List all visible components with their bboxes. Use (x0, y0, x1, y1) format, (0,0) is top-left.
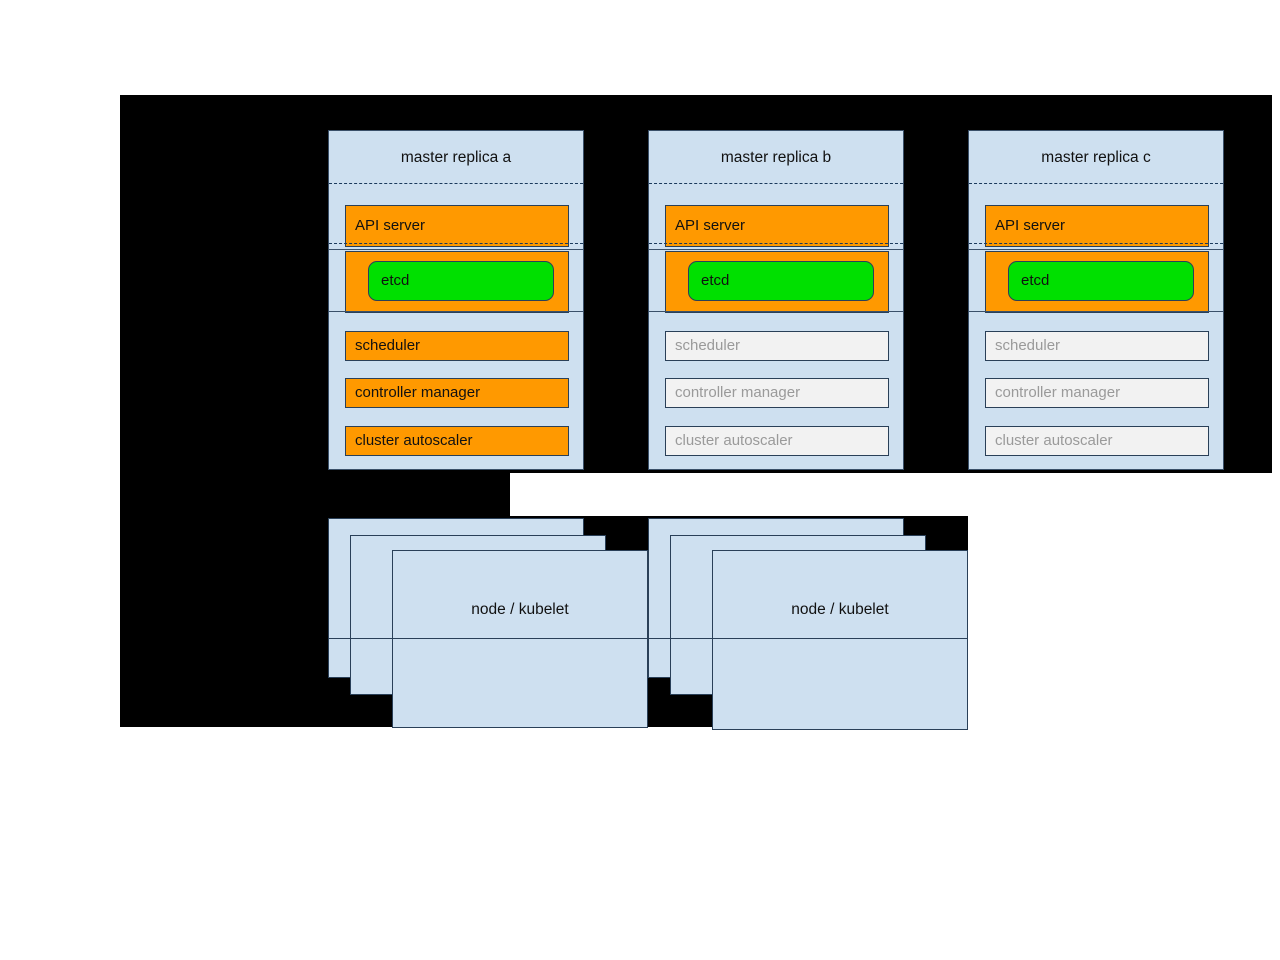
api-server-box-b[interactable]: API server (665, 205, 889, 247)
etcd-label-b: etcd (701, 271, 730, 289)
controller-manager-box-b[interactable]: controller manager (665, 378, 889, 408)
api-server-label-b: API server (675, 216, 746, 234)
scheduler-box-a[interactable]: scheduler (345, 331, 569, 361)
etcd-band-top-rule-c (969, 249, 1223, 250)
etcd-band-bottom-rule-a (329, 311, 583, 312)
controller-manager-label-b: controller manager (675, 383, 801, 401)
etcd-label-a: etcd (381, 271, 410, 289)
api-server-divider-c (969, 243, 1223, 244)
node-kubelet-box-1[interactable]: node / kubelet (712, 550, 968, 730)
etcd-box-b[interactable]: etcd (688, 261, 874, 301)
controller-manager-box-c[interactable]: controller manager (985, 378, 1209, 408)
cluster-autoscaler-box-b[interactable]: cluster autoscaler (665, 426, 889, 456)
scheduler-box-b[interactable]: scheduler (665, 331, 889, 361)
scheduler-label-c: scheduler (995, 336, 1061, 354)
scheduler-label-a: scheduler (355, 336, 421, 354)
api-server-label-c: API server (995, 216, 1066, 234)
node-kubelet-box-0[interactable]: node / kubelet (392, 550, 648, 728)
replica-header-divider-c (969, 183, 1223, 184)
replica-header-divider-a (329, 183, 583, 184)
cluster-autoscaler-label-b: cluster autoscaler (675, 431, 793, 449)
replica-title-b: master replica b (720, 149, 832, 166)
cluster-boundary-line-left (328, 638, 708, 639)
scheduler-box-c[interactable]: scheduler (985, 331, 1209, 361)
api-server-label-a: API server (355, 216, 426, 234)
cluster-boundary-line-right (648, 638, 968, 639)
etcd-box-c[interactable]: etcd (1008, 261, 1194, 301)
etcd-container-a: etcd (345, 251, 569, 313)
cluster-autoscaler-box-c[interactable]: cluster autoscaler (985, 426, 1209, 456)
etcd-container-c: etcd (985, 251, 1209, 313)
node-kubelet-label-0: node / kubelet (471, 601, 569, 618)
cluster-autoscaler-box-a[interactable]: cluster autoscaler (345, 426, 569, 456)
scheduler-label-b: scheduler (675, 336, 741, 354)
api-server-divider-a (329, 243, 583, 244)
master-replica-panel-c[interactable]: master replica c API server etcd schedul… (968, 130, 1224, 470)
etcd-container-b: etcd (665, 251, 889, 313)
controller-manager-label-c: controller manager (995, 383, 1121, 401)
etcd-box-a[interactable]: etcd (368, 261, 554, 301)
master-replica-panel-a[interactable]: master replica a API server etcd schedul… (328, 130, 584, 470)
api-server-box-c[interactable]: API server (985, 205, 1209, 247)
replica-header-divider-b (649, 183, 903, 184)
cluster-background-middle (120, 473, 510, 516)
api-server-divider-b (649, 243, 903, 244)
etcd-band-top-rule-b (649, 249, 903, 250)
api-server-box-a[interactable]: API server (345, 205, 569, 247)
controller-manager-box-a[interactable]: controller manager (345, 378, 569, 408)
etcd-band-bottom-rule-c (969, 311, 1223, 312)
master-replica-panel-b[interactable]: master replica b API server etcd schedul… (648, 130, 904, 470)
etcd-band-top-rule-a (329, 249, 583, 250)
cluster-autoscaler-label-a: cluster autoscaler (355, 431, 473, 449)
etcd-band-bottom-rule-b (649, 311, 903, 312)
node-kubelet-label-1: node / kubelet (791, 601, 889, 618)
replica-title-a: master replica a (400, 149, 512, 166)
replica-title-c: master replica c (1041, 149, 1151, 166)
etcd-label-c: etcd (1021, 271, 1050, 289)
cluster-autoscaler-label-c: cluster autoscaler (995, 431, 1113, 449)
controller-manager-label-a: controller manager (355, 383, 481, 401)
